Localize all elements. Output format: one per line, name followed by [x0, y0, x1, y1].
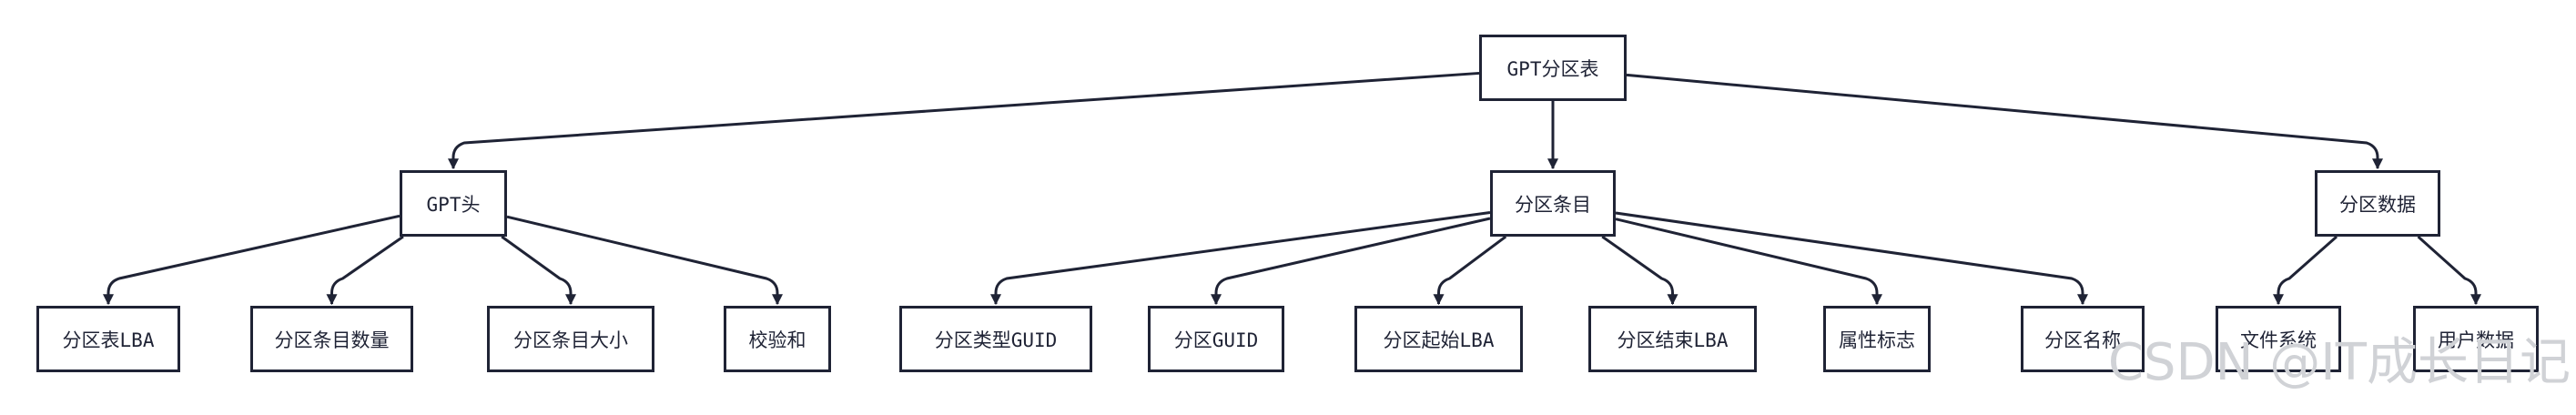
node-file-system: 文件系统 [2216, 306, 2341, 372]
node-partition-entries: 分区条目 [1490, 170, 1616, 237]
edge-n-l1-0-to-n-h-2 [501, 235, 576, 306]
edge-n-l1-0-to-n-h-3 [506, 215, 783, 306]
edge-n-root-to-n-l1-0 [448, 71, 1480, 170]
node-end-lba: 分区结束LBA [1588, 306, 1757, 372]
node-partition-guid: 分区GUID [1148, 306, 1284, 372]
node-entry-size: 分区条目大小 [487, 306, 654, 372]
node-entry-count: 分区条目数量 [250, 306, 413, 372]
node-gpt-partition-table: GPT分区表 [1479, 35, 1627, 101]
edge-n-l1-1-to-n-e-5 [1615, 211, 2088, 306]
node-partition-type-guid: 分区类型GUID [899, 306, 1092, 372]
node-attribute-flags: 属性标志 [1823, 306, 1931, 372]
edge-n-l1-1-to-n-e-0 [990, 210, 1491, 306]
node-user-data: 用户数据 [2413, 306, 2539, 372]
edge-n-l1-1-to-n-e-2 [1433, 235, 1507, 306]
edge-n-l1-1-to-n-e-3 [1601, 235, 1678, 306]
edge-n-l1-2-to-n-d-0 [2273, 235, 2338, 306]
node-partition-data: 分区数据 [2315, 170, 2440, 237]
edge-n-root-to-n-l1-2 [1626, 73, 2383, 170]
edge-n-l1-1-to-n-e-4 [1615, 218, 1882, 306]
node-partition-name: 分区名称 [2021, 306, 2145, 372]
edge-n-l1-0-to-n-h-0 [103, 214, 401, 306]
node-checksum: 校验和 [724, 306, 831, 372]
watermark-text: CSDN @IT成长日记 [2107, 333, 2571, 392]
node-start-lba: 分区起始LBA [1354, 306, 1523, 372]
edge-n-l1-1-to-n-e-1 [1211, 217, 1491, 306]
node-partition-table-lba: 分区表LBA [36, 306, 180, 372]
edge-n-l1-0-to-n-h-1 [326, 235, 404, 306]
node-gpt-header: GPT头 [400, 170, 507, 237]
edge-n-l1-2-to-n-d-1 [2417, 235, 2481, 306]
